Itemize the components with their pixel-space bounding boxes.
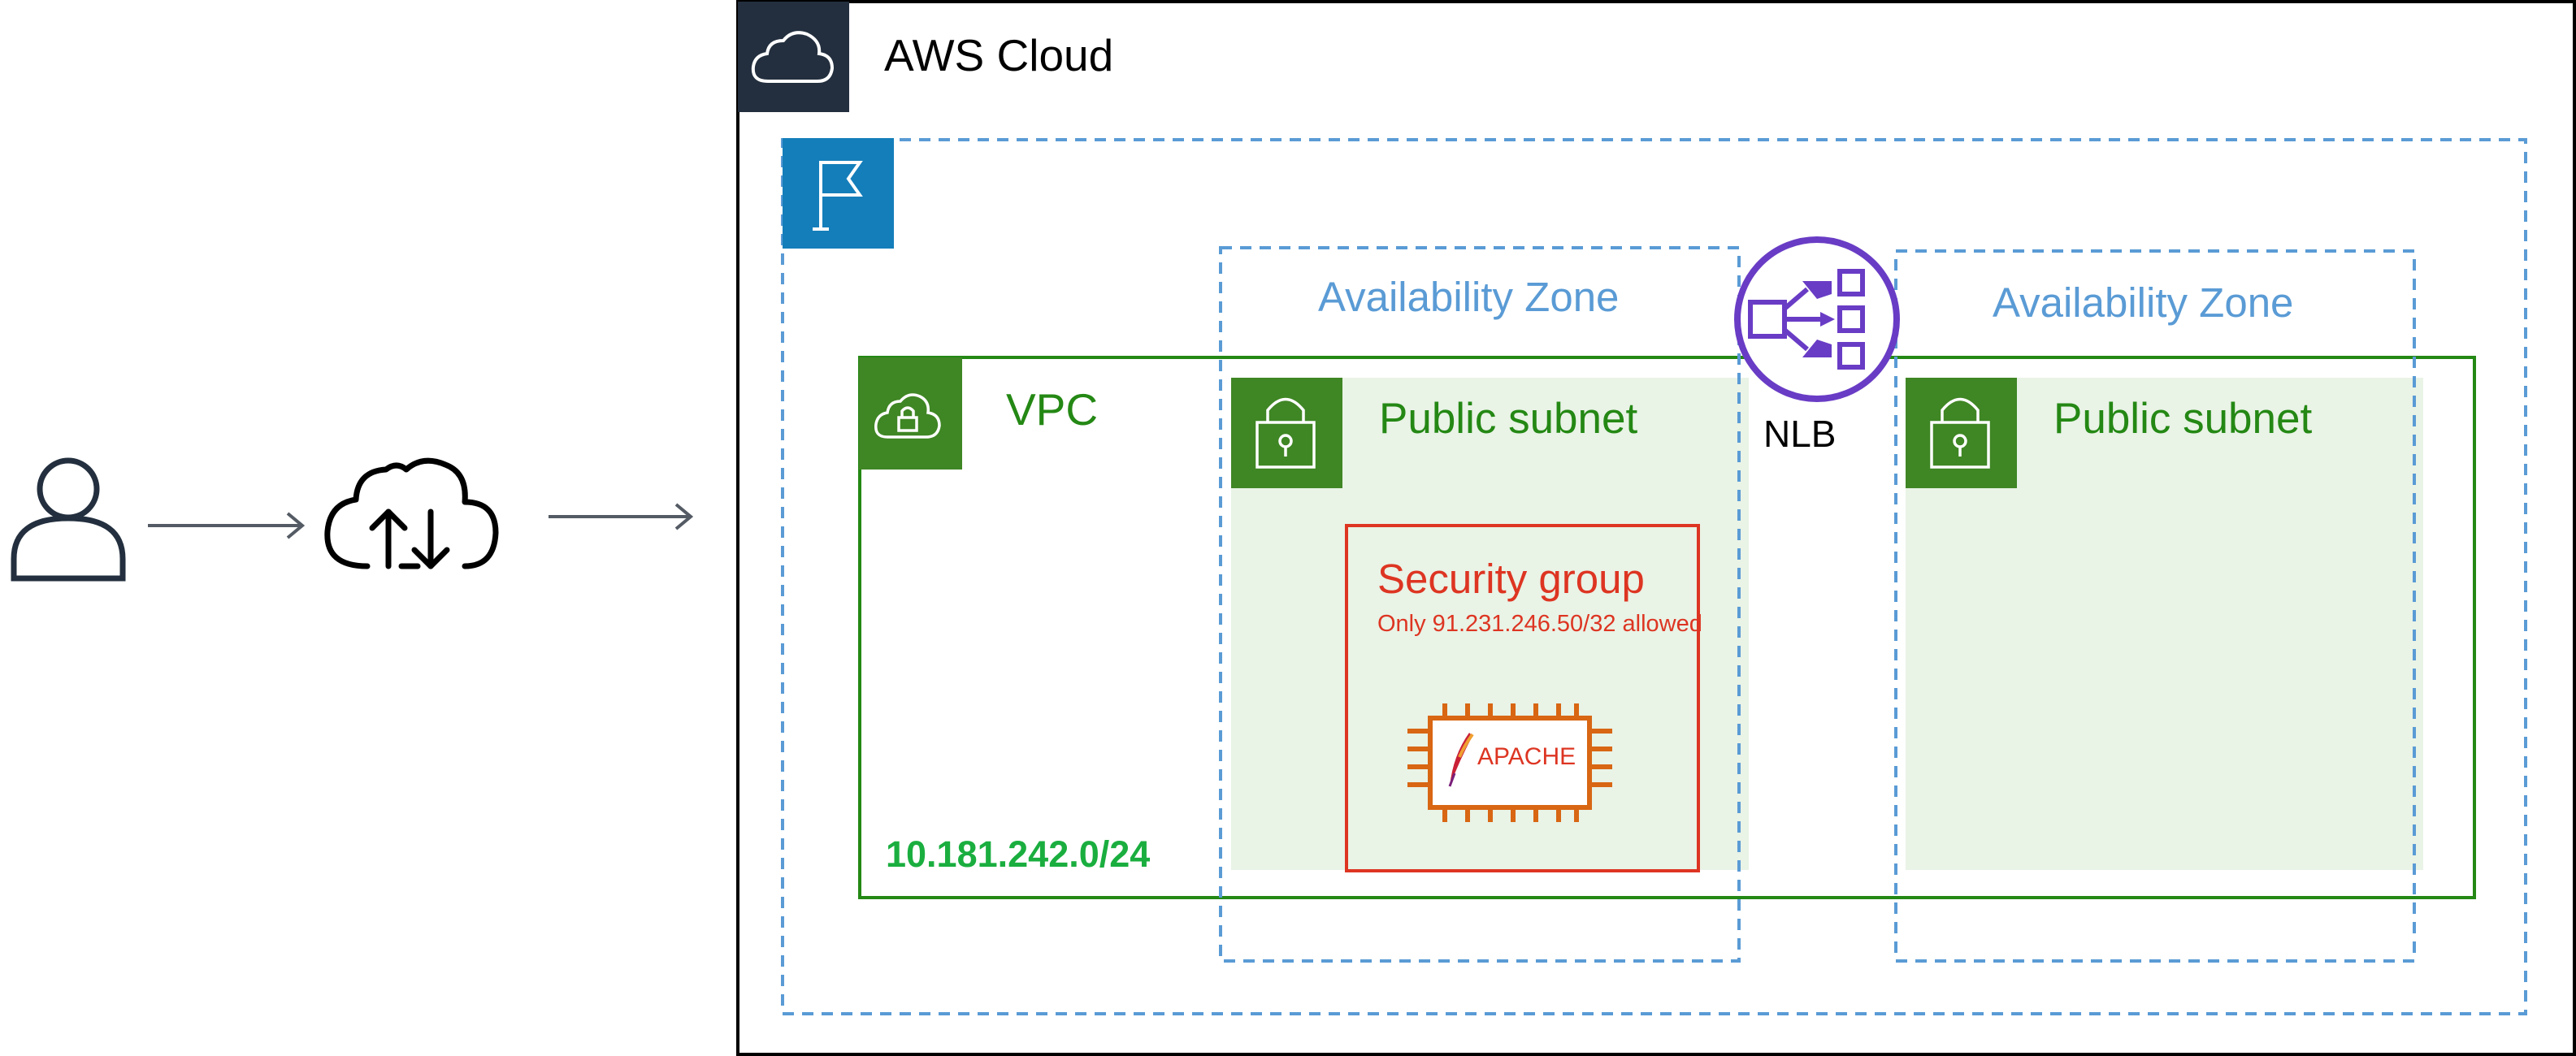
availability-zone-1-label: Availability Zone xyxy=(1318,274,1620,320)
vpc-label: VPC xyxy=(1006,384,1099,435)
arrow-right-icon xyxy=(549,503,694,530)
vpc-group xyxy=(858,356,2476,899)
apache-label: APACHE xyxy=(1477,743,1576,770)
aws-cloud-label: AWS Cloud xyxy=(884,30,1114,80)
aws-cloud-icon-badge xyxy=(738,2,849,112)
public-subnet-2-label: Public subnet xyxy=(2053,395,2313,443)
availability-zone-2 xyxy=(1894,249,2416,963)
nlb-icon xyxy=(1734,236,1900,402)
region-flag-icon xyxy=(813,161,863,231)
vpc-icon-badge xyxy=(859,357,962,470)
security-group-box xyxy=(1345,524,1700,872)
aws-cloud-icon xyxy=(751,31,835,83)
vpc-cidr-label: 10.181.242.0/24 xyxy=(886,833,1151,875)
availability-zone-1 xyxy=(1219,246,1741,963)
security-group-title: Security group xyxy=(1377,556,1645,602)
cloud-upload-download-icon xyxy=(324,457,499,569)
public-subnet-1-label: Public subnet xyxy=(1379,395,1638,443)
subnet-lock-icon xyxy=(1255,397,1316,469)
vpc-cloud-lock-icon xyxy=(874,393,941,439)
arrow-right-icon xyxy=(148,512,306,539)
subnet-1-icon-badge xyxy=(1231,378,1342,488)
apache-feather-icon xyxy=(1448,733,1474,787)
subnet-lock-icon xyxy=(1930,397,1990,469)
subnet-2-icon-badge xyxy=(1906,378,2017,488)
security-group-description: Only 91.231.246.50/32 allowed xyxy=(1377,611,1702,637)
user-icon xyxy=(11,457,126,582)
availability-zone-2-label: Availability Zone xyxy=(1993,279,2294,326)
region-group xyxy=(781,138,2527,1015)
nlb-label: NLB xyxy=(1763,413,1837,455)
